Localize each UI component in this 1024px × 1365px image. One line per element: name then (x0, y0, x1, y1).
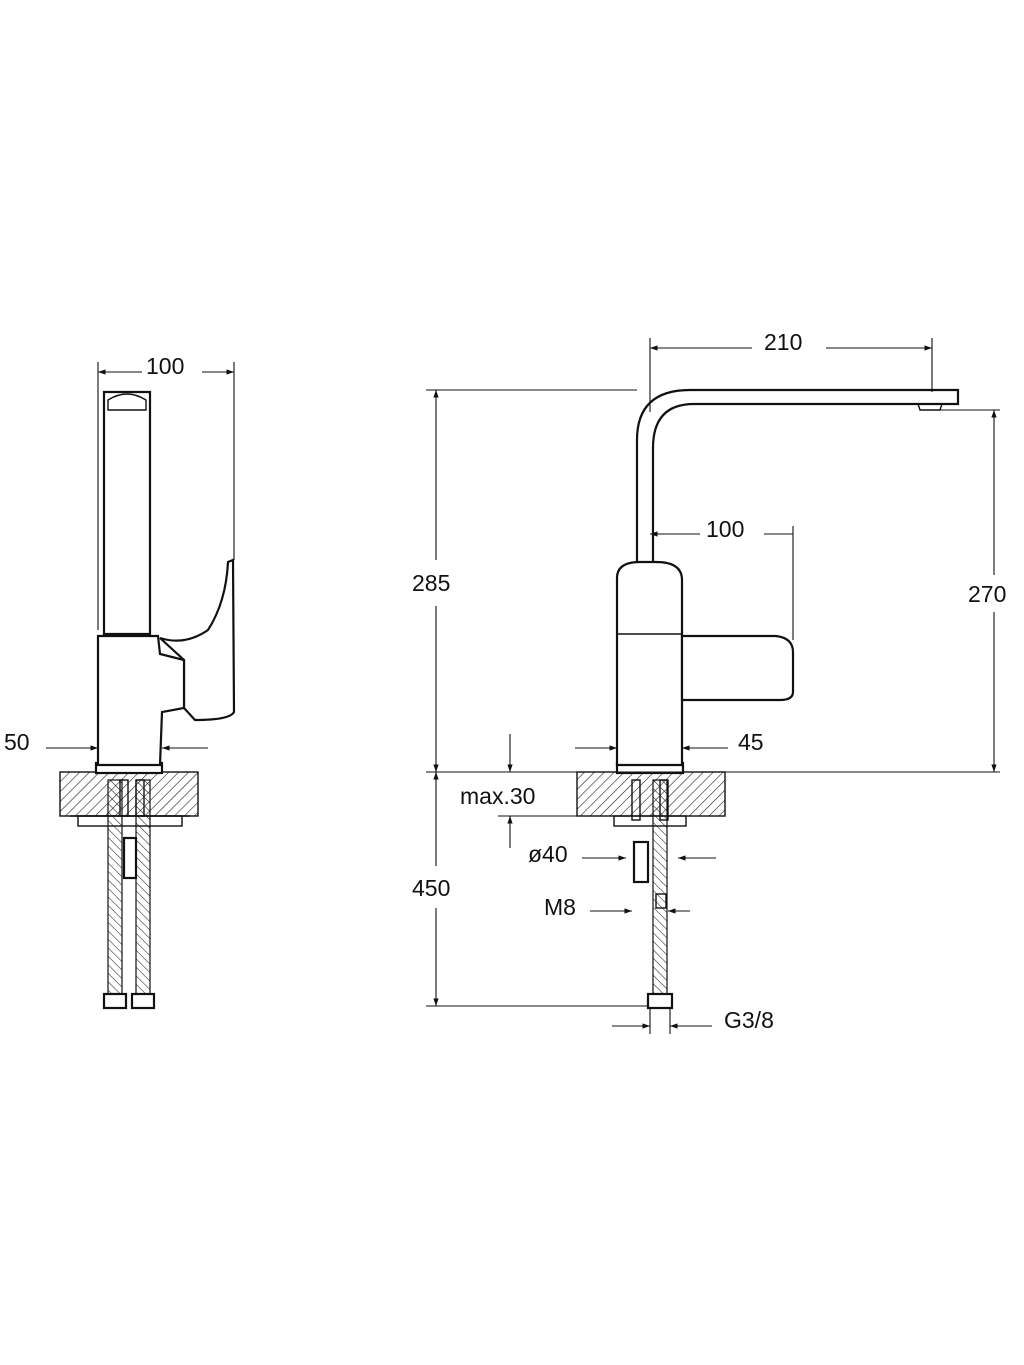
front-hose (652, 779, 668, 995)
front-threaded-rod (632, 840, 650, 884)
front-dim-lever: 100 (706, 516, 744, 542)
front-dim-spout-reach: 210 (764, 329, 802, 355)
side-spout (102, 390, 152, 636)
side-view: 100 50 (4, 353, 236, 1010)
front-dim-spout-height: 270 (968, 581, 1006, 607)
side-dim-base: 50 (4, 729, 30, 755)
side-hose-right (135, 779, 151, 995)
front-dim-total-height: 285 (412, 570, 450, 596)
front-dim-thread: M8 (544, 894, 576, 920)
side-hose-nut (102, 992, 128, 1010)
front-lever (680, 634, 795, 702)
side-dim-width: 100 (146, 353, 184, 379)
side-handle (159, 558, 236, 722)
front-dim-max-thickness: max.30 (460, 783, 535, 809)
front-body (615, 560, 684, 767)
front-countertop (576, 771, 726, 817)
front-hose-nut (646, 992, 674, 1010)
front-stud (631, 779, 641, 821)
front-dim-hole-diameter: ø40 (528, 841, 568, 867)
side-threaded-rod (122, 836, 138, 880)
front-spout (635, 388, 960, 570)
front-dim-connection: G3/8 (724, 1007, 774, 1033)
front-view: 210 285 100 270 45 max.30 ø40 M8 (412, 329, 1006, 1034)
front-dim-hose-length: 450 (412, 875, 450, 901)
side-countertop (59, 771, 199, 817)
front-dim-body: 45 (738, 729, 764, 755)
side-hose-left (107, 779, 123, 995)
side-body (96, 634, 186, 767)
